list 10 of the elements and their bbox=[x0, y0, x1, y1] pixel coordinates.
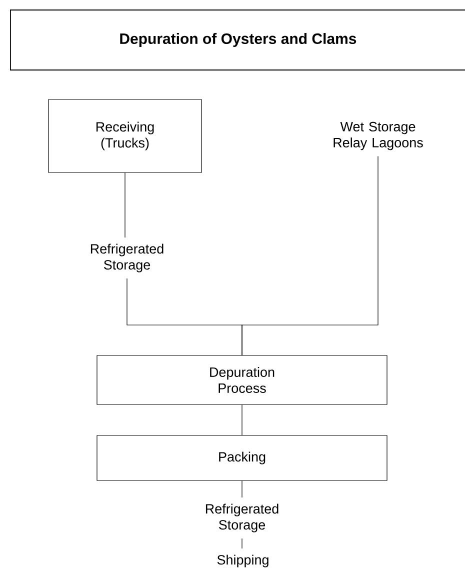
process-box: Packing bbox=[96, 435, 388, 481]
process-label: Refrigerated Storage bbox=[206, 504, 278, 532]
title-banner: Depuration of Oysters and Clams bbox=[10, 10, 465, 70]
process-box: Receiving (Trucks) bbox=[48, 99, 202, 173]
process-label: Wet Storage Relay Lagoons bbox=[334, 122, 423, 150]
process-box: Depuration Process bbox=[96, 355, 388, 405]
process-label: Shipping bbox=[217, 554, 268, 568]
process-label: Refrigerated Storage bbox=[90, 244, 164, 272]
connector-line bbox=[242, 156, 378, 356]
connector-line bbox=[124, 172, 126, 238]
